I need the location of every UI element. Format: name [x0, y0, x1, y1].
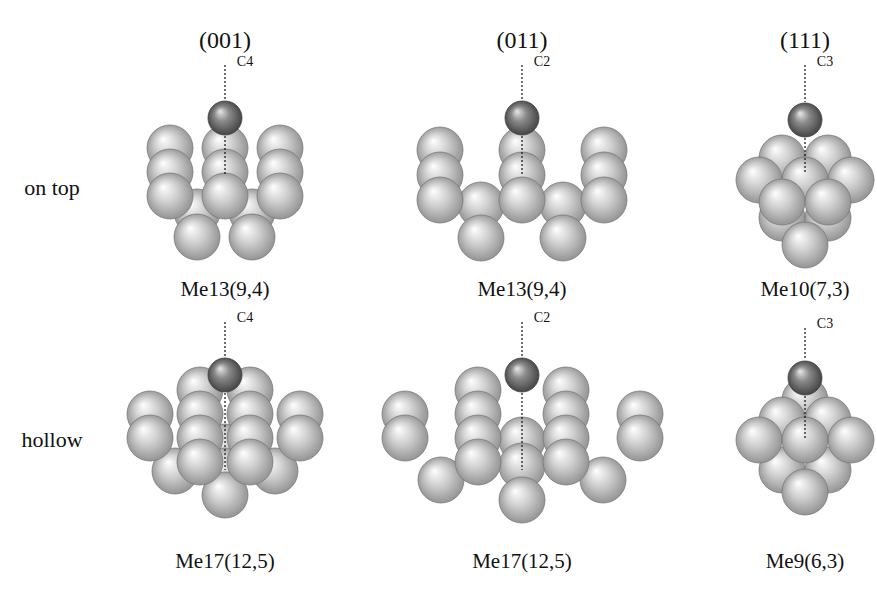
metal-atom	[277, 415, 323, 461]
metal-atom	[147, 173, 193, 219]
metal-atom	[617, 415, 663, 461]
cluster-label: Me13(9,4)	[477, 278, 566, 301]
adsorbate-atom	[208, 101, 242, 135]
metal-atom	[382, 415, 428, 461]
metal-atom	[759, 179, 805, 225]
row-label: hollow	[21, 428, 82, 452]
axis-label: C4	[237, 54, 253, 69]
metal-atom	[828, 417, 874, 463]
metal-atom	[257, 173, 303, 219]
metal-atom	[127, 415, 173, 461]
metal-cluster	[382, 322, 663, 523]
metal-atom	[227, 439, 273, 485]
plane-index: (001)	[199, 27, 251, 53]
symmetry-axis	[521, 393, 522, 470]
metal-atom	[736, 417, 782, 463]
metal-atom	[499, 477, 545, 523]
symmetry-axis	[521, 322, 522, 357]
metal-atom	[782, 469, 828, 515]
metal-atom	[417, 177, 463, 223]
metal-cluster	[736, 328, 874, 515]
metal-atom	[540, 215, 586, 261]
symmetry-axis	[224, 393, 225, 470]
axis-label: C3	[817, 54, 833, 69]
symmetry-axis	[224, 136, 225, 175]
metal-atom	[805, 179, 851, 225]
axis-label: C3	[817, 316, 833, 331]
metal-atom	[202, 173, 248, 219]
metal-atom	[455, 439, 501, 485]
symmetry-axis	[521, 136, 522, 175]
cluster-label: Me17(12,5)	[175, 550, 275, 573]
cluster-label: Me17(12,5)	[472, 550, 572, 573]
metal-cluster	[147, 65, 303, 260]
axis-label: C4	[237, 310, 253, 325]
plane-index: (111)	[780, 27, 830, 53]
adsorbate-atom	[505, 358, 539, 392]
metal-atom	[229, 214, 275, 260]
cluster-label: Me9(6,3)	[766, 550, 845, 573]
metal-atom	[499, 177, 545, 223]
metal-atom	[581, 177, 627, 223]
metal-atom	[543, 439, 589, 485]
cluster-label: Me10(7,3)	[760, 278, 849, 301]
metal-atom	[174, 214, 220, 260]
symmetry-axis	[804, 328, 805, 360]
metal-atom	[782, 222, 828, 268]
row-label: on top	[24, 176, 80, 200]
plane-index: (011)	[496, 27, 547, 53]
adsorbate-atom	[788, 103, 822, 137]
symmetry-axis	[804, 138, 805, 172]
symmetry-axis	[224, 65, 225, 100]
symmetry-axis	[804, 65, 805, 102]
metal-cluster	[736, 65, 874, 268]
symmetry-axis	[521, 65, 522, 100]
adsorbate-atom	[505, 101, 539, 135]
cluster-label: Me13(9,4)	[180, 278, 269, 301]
axis-label: C2	[534, 310, 550, 325]
axis-label: C2	[534, 54, 550, 69]
symmetry-axis	[804, 396, 805, 440]
metal-atom	[458, 215, 504, 261]
metal-atom	[177, 439, 223, 485]
adsorbate-atom	[788, 361, 822, 395]
adsorbate-atom	[208, 358, 242, 392]
symmetry-axis	[224, 322, 225, 357]
metal-cluster	[417, 65, 627, 261]
metal-cluster	[127, 322, 323, 518]
